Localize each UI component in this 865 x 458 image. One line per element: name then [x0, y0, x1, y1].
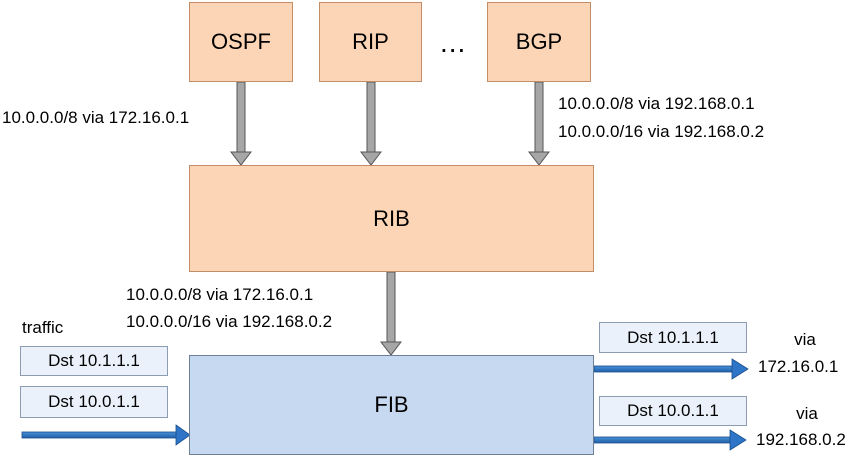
rib-box: RIB	[189, 165, 594, 272]
ospf-route-label: 10.0.0.0/8 via 172.16.0.1	[2, 108, 190, 127]
rip-box: RIP	[319, 2, 422, 82]
incoming-traffic-arrow	[21, 424, 191, 446]
rib-route-label-1: 10.0.0.0/8 via 172.16.0.1	[126, 285, 314, 304]
more-protocols-ellipsis: ...	[440, 27, 467, 58]
outgoing-packet-2-text: Dst 10.0.1.1	[627, 401, 719, 420]
traffic-label: traffic	[22, 318, 64, 337]
outgoing-arrow-172	[593, 358, 749, 380]
bgp-to-rib-arrow	[527, 81, 551, 166]
bgp-label: BGP	[515, 29, 563, 54]
outgoing-2-via-label: via	[796, 404, 818, 423]
incoming-packet-2-text: Dst 10.0.1.1	[48, 392, 140, 411]
outgoing-arrow-192	[593, 429, 747, 451]
incoming-packet-1-text: Dst 10.1.1.1	[48, 351, 140, 370]
rip-label: RIP	[352, 29, 389, 54]
bgp-box: BGP	[487, 2, 591, 82]
outgoing-1-next-hop: 172.16.0.1	[758, 357, 839, 376]
ospf-to-rib-arrow	[229, 81, 253, 166]
rib-to-fib-arrow	[379, 271, 403, 356]
rip-to-rib-arrow	[359, 81, 383, 166]
incoming-packet-2: Dst 10.0.1.1	[20, 386, 168, 418]
outgoing-packet-1: Dst 10.1.1.1	[599, 322, 747, 353]
outgoing-packet-2: Dst 10.0.1.1	[599, 396, 747, 426]
rib-label: RIB	[373, 205, 410, 231]
outgoing-2-next-hop: 192.168.0.2	[756, 430, 846, 449]
outgoing-1-via-label: via	[794, 330, 816, 349]
bgp-route-label-2: 10.0.0.0/16 via 192.168.0.2	[558, 122, 765, 141]
ospf-label: OSPF	[211, 29, 271, 54]
incoming-packet-1: Dst 10.1.1.1	[20, 346, 168, 376]
ospf-box: OSPF	[189, 2, 293, 82]
outgoing-packet-1-text: Dst 10.1.1.1	[627, 327, 719, 347]
rib-route-label-2: 10.0.0.0/16 via 192.168.0.2	[126, 312, 333, 331]
fib-label: FIB	[374, 392, 409, 417]
fib-box: FIB	[189, 355, 594, 455]
bgp-route-label-1: 10.0.0.0/8 via 192.168.0.1	[558, 94, 755, 113]
